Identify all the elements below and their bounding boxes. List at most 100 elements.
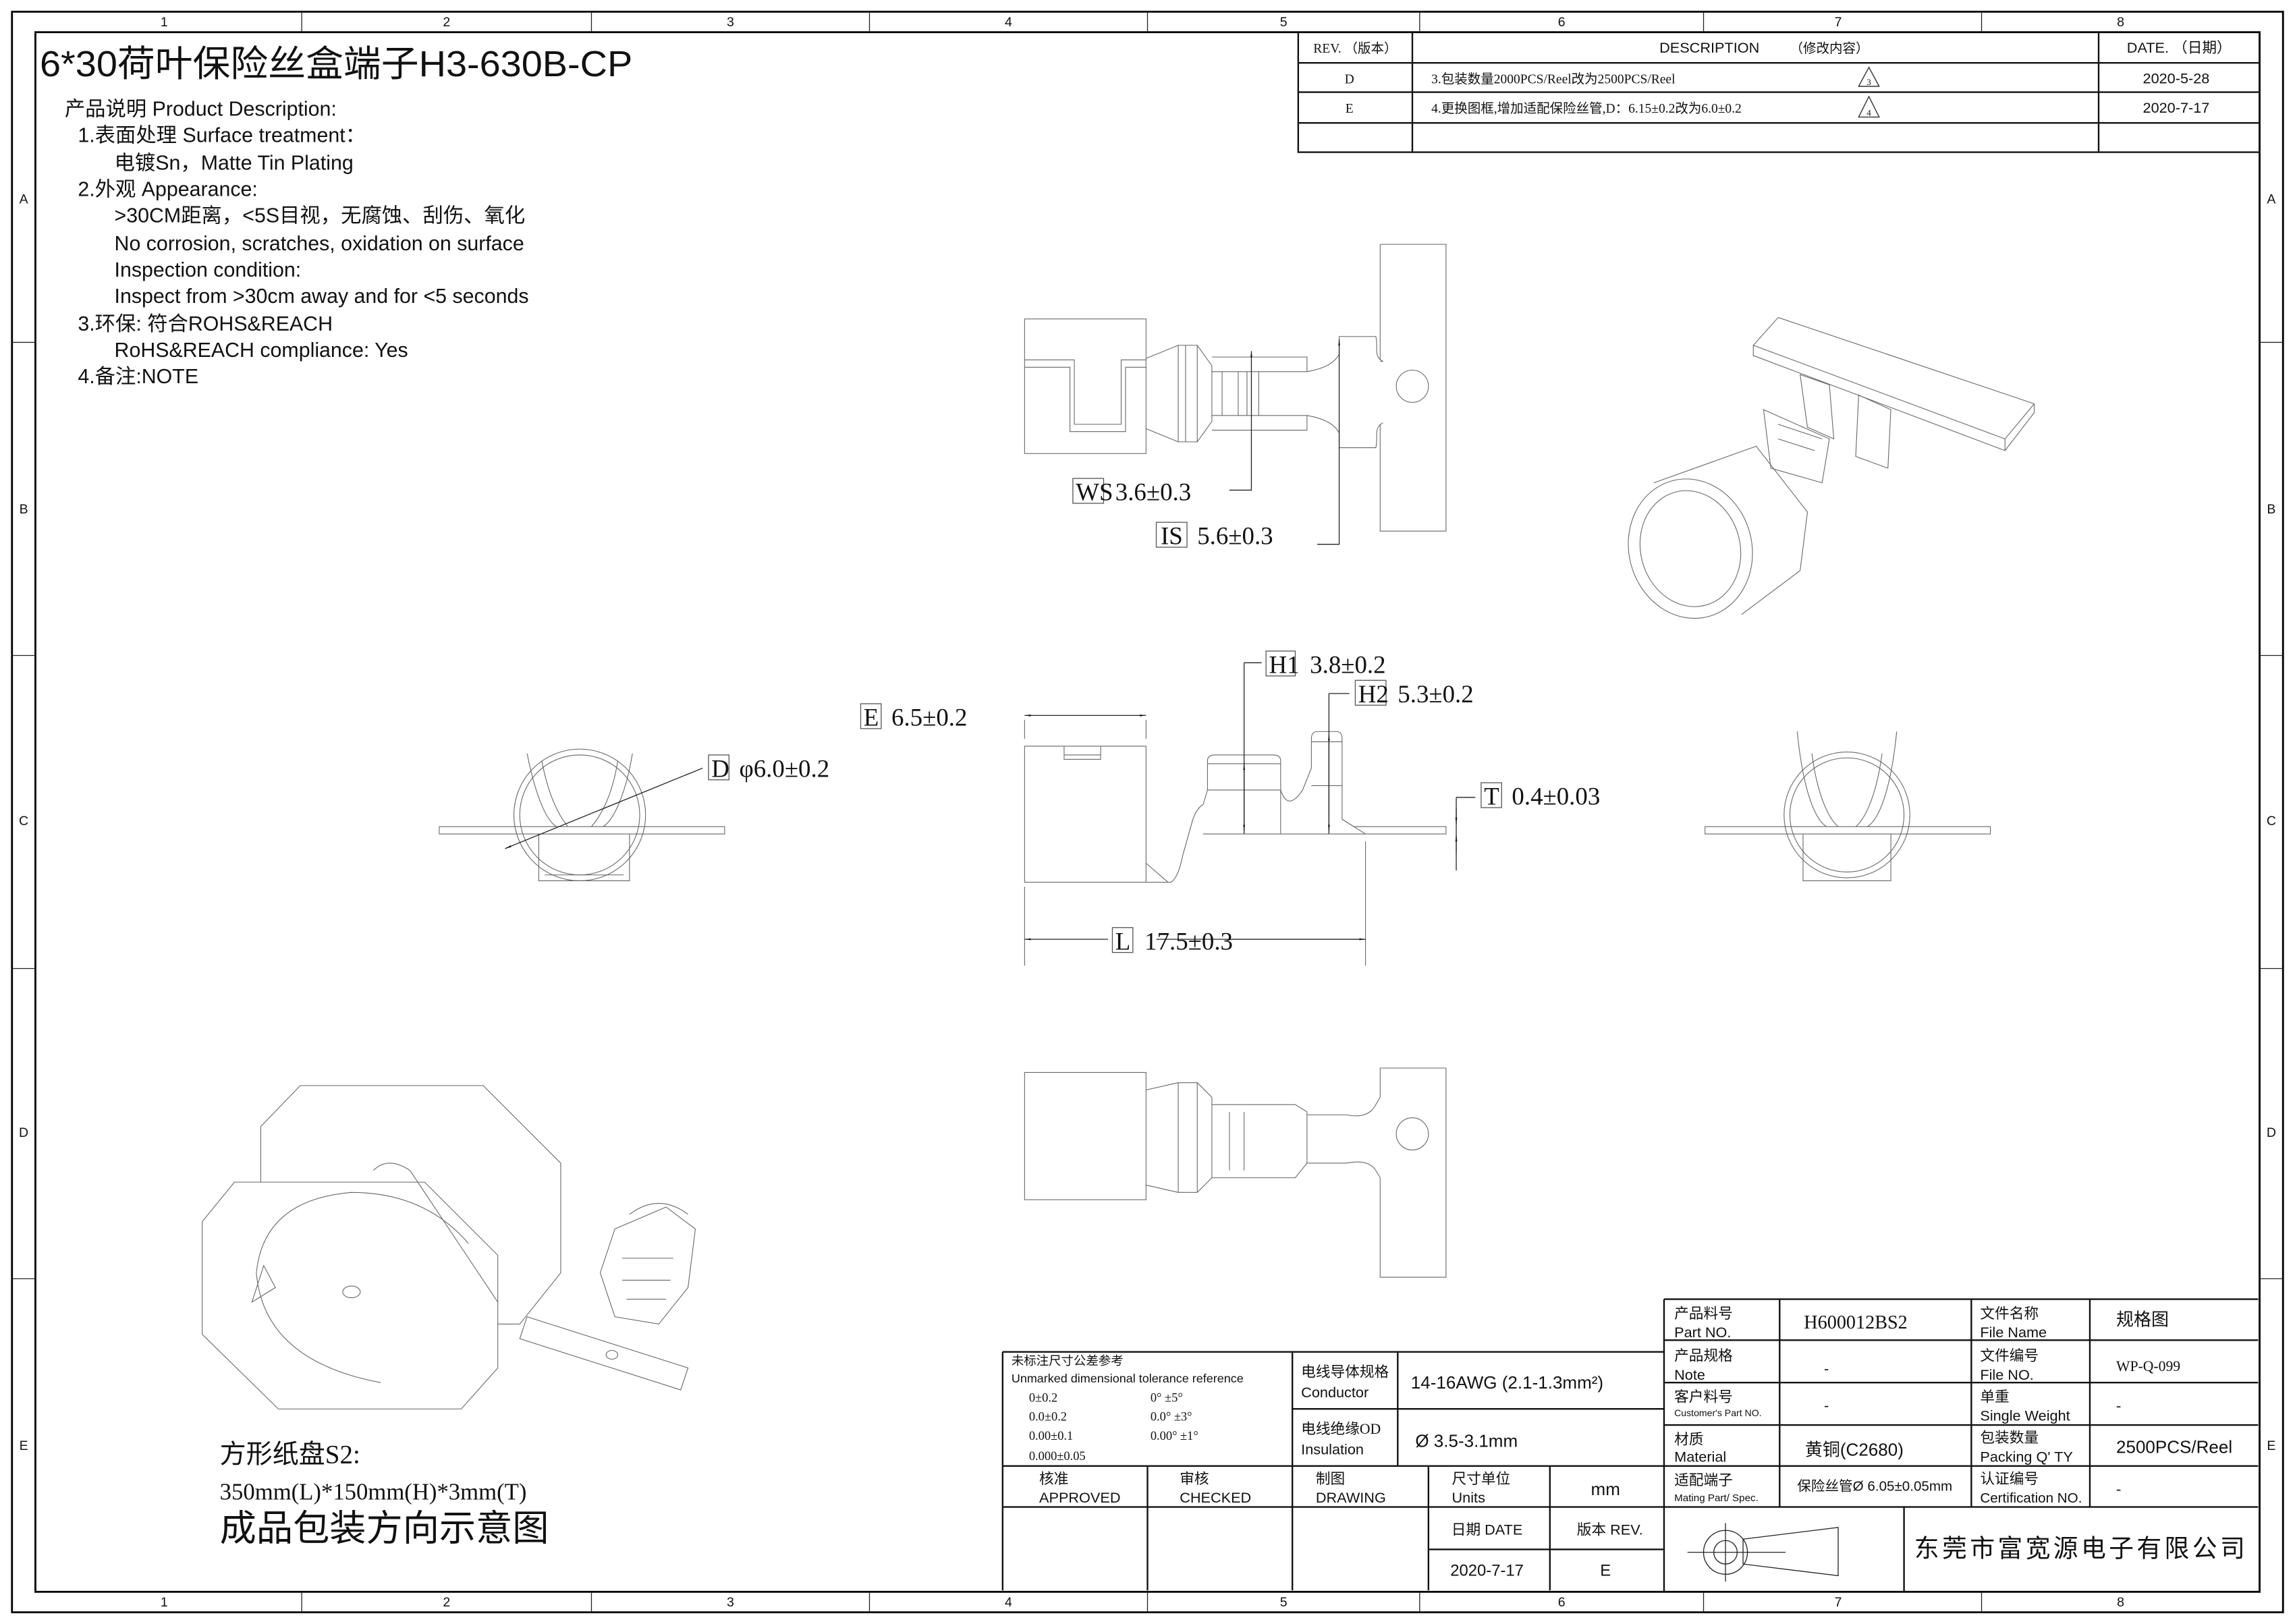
- revision-triangle-icon: [1858, 66, 1880, 87]
- description-heading: 产品说明 Product Description:: [65, 97, 337, 120]
- description-line: Inspection condition:: [115, 259, 302, 281]
- file-no-label-en: File NO.: [1980, 1366, 2033, 1383]
- description-header: DESCRIPTION: [1659, 39, 1759, 56]
- h1-label-box: [1265, 650, 1296, 677]
- description-line: No corrosion, scratches, oxidation on su…: [115, 233, 524, 255]
- t-label-box: [1481, 782, 1502, 808]
- side-view: E 6.5±0.2 L 17.5±0.3 H1 3.8±0.2 H2 5.3±0…: [860, 650, 1600, 966]
- packing-label-cn: 包装数量: [1980, 1430, 2039, 1446]
- weight-label-cn: 单重: [1980, 1389, 2009, 1405]
- description-line: 1.表面处理 Surface treatment：: [78, 123, 366, 146]
- zone-row-c-right: C: [2267, 814, 2276, 829]
- tolerance-linear: 0.000±0.05: [1029, 1449, 1086, 1463]
- zone-row-d-right: D: [2267, 1125, 2276, 1140]
- tolerance-angular: 0.00° ±1°: [1151, 1429, 1198, 1443]
- svg-text:E: E: [1346, 102, 1354, 116]
- checked-label-en: CHECKED: [1180, 1489, 1251, 1506]
- part-no-value: H600012BS2: [1804, 1312, 1908, 1333]
- d-label-box: [708, 754, 729, 781]
- description-line: RoHS&REACH compliance: Yes: [115, 339, 408, 362]
- zone-col-2: 2: [443, 15, 450, 30]
- svg-text:4: 4: [1867, 107, 1871, 117]
- zone-col-6-bottom: 6: [1558, 1595, 1566, 1610]
- zone-row-d: D: [19, 1125, 28, 1140]
- customer-part-label-cn: 客户料号: [1674, 1389, 1733, 1405]
- tolerance-title-en: Unmarked dimensional tolerance reference: [1012, 1372, 1244, 1385]
- description-line: >30CM距离，<5S目视，无腐蚀、刮伤、氧化: [115, 204, 526, 227]
- zone-col-8: 8: [2117, 15, 2124, 30]
- zone-row-a-right: A: [2267, 192, 2275, 206]
- date-value: 2020-7-17: [1450, 1561, 1524, 1579]
- revision-row: E 4.更换图框,增加适配保险丝管,D：6.15±0.2改为6.0±0.2 4 …: [1346, 95, 2210, 118]
- l-label: L: [1115, 927, 1131, 955]
- tolerance-angular: 0° ±5°: [1151, 1391, 1183, 1404]
- mating-part-value: 保险丝管Ø 6.05±0.05mm: [1797, 1479, 1952, 1494]
- zone-col-3-bottom: 3: [727, 1595, 734, 1610]
- description-line: Inspect from >30cm away and for <5 secon…: [115, 285, 529, 308]
- note-value: -: [1824, 1360, 1829, 1377]
- top-view: WS 3.6±0.3 IS 5.6±0.3: [1024, 244, 1447, 550]
- zone-row-a: A: [20, 192, 28, 206]
- e-label-box: [860, 703, 882, 729]
- is-label: IS: [1161, 522, 1183, 550]
- company-name: 东莞市富宽源电子有限公司: [1914, 1534, 2248, 1562]
- zone-col-3: 3: [727, 15, 734, 30]
- cert-label-en: Certification NO.: [1980, 1490, 2082, 1506]
- units-label-cn: 尺寸单位: [1452, 1471, 1511, 1487]
- note-label-cn: 产品规格: [1674, 1348, 1733, 1364]
- bottom-view: [1024, 1067, 1447, 1278]
- conductor-label-en: Conductor: [1301, 1384, 1368, 1401]
- revision-triangle-icon: [1858, 95, 1880, 118]
- file-name-label-en: File Name: [1980, 1324, 2047, 1341]
- packing-label-en: Packing Q' TY: [1980, 1448, 2072, 1465]
- tolerance-title-cn: 未标注尺寸公差参考: [1012, 1354, 1124, 1368]
- mating-part-label-en: Mating Part/ Spec.: [1674, 1492, 1759, 1504]
- zone-row-e: E: [20, 1438, 28, 1453]
- svg-text:4.更换图框,增加适配保险丝管,D：6.15±0.2改为6.: 4.更换图框,增加适配保险丝管,D：6.15±0.2改为6.0±0.2: [1431, 101, 1742, 116]
- rev-value: E: [1600, 1561, 1611, 1579]
- weight-label-en: Single Weight: [1980, 1407, 2070, 1424]
- packaging-reel-type: 方形纸盘S2:: [220, 1440, 360, 1469]
- ws-value: 3.6±0.3: [1115, 478, 1191, 506]
- drawing-title: 6*30荷叶保险丝盒端子H3-630B-CP: [40, 44, 632, 84]
- date-label: 日期 DATE: [1451, 1521, 1523, 1538]
- tolerance-linear: 0±0.2: [1029, 1391, 1057, 1404]
- product-description: 产品说明 Product Description: 1.表面处理 Surface…: [65, 97, 529, 388]
- zone-col-5: 5: [1280, 15, 1288, 30]
- zone-col-1: 1: [161, 15, 168, 30]
- insulation-label-cn: 电线绝缘OD: [1301, 1421, 1381, 1437]
- cert-value: -: [2116, 1481, 2121, 1497]
- svg-text:2020-7-17: 2020-7-17: [2143, 99, 2210, 116]
- h2-label: H2: [1358, 680, 1389, 708]
- material-label-cn: 材质: [1674, 1431, 1703, 1447]
- is-label-box: [1155, 522, 1188, 548]
- description-line: 电镀Sn，Matte Tin Plating: [115, 152, 354, 175]
- packaging-reel-size: 350mm(L)*150mm(H)*3mm(T): [220, 1479, 527, 1505]
- part-no-label-cn: 产品料号: [1674, 1306, 1733, 1322]
- rev-label: 版本 REV.: [1577, 1521, 1643, 1538]
- customer-part-label-en: Customer's Part NO.: [1674, 1407, 1761, 1418]
- drawing-label-cn: 制图: [1316, 1471, 1345, 1487]
- material-label-en: Material: [1674, 1448, 1726, 1465]
- file-name-value: 规格图: [2116, 1310, 2169, 1330]
- units-label-en: Units: [1452, 1489, 1486, 1506]
- material-value: 黄铜(C2680): [1805, 1440, 1904, 1460]
- packaging-sketch: [202, 1085, 696, 1409]
- insulation-value: Ø 3.5-3.1mm: [1415, 1431, 1518, 1451]
- d-label: D: [711, 754, 729, 782]
- svg-text:3.包装数量2000PCS/Reel改为2500PCS/Re: 3.包装数量2000PCS/Reel改为2500PCS/Reel: [1431, 72, 1676, 87]
- l-label-box: [1111, 927, 1134, 953]
- isometric-view: [1628, 316, 2035, 619]
- drawing-frame: 1 2 3 4 5 6 7 8 1 2 3 4 5 6 7 8 A B C D …: [11, 10, 2284, 1614]
- projection-symbol-icon: [1687, 1523, 1839, 1582]
- title-block-left: 未标注尺寸公差参考 Unmarked dimensional tolerance…: [1001, 1351, 1664, 1591]
- left-end-view: D φ6.0±0.2: [439, 748, 829, 881]
- description-header-cn: （修改内容）: [1790, 41, 1869, 56]
- e-label: E: [864, 704, 879, 731]
- units-value: mm: [1591, 1479, 1620, 1499]
- file-name-label-cn: 文件名称: [1980, 1306, 2039, 1322]
- h1-value: 3.8±0.2: [1310, 650, 1385, 678]
- description-line: 4.备注:NOTE: [78, 365, 198, 388]
- zone-col-8-bottom: 8: [2117, 1595, 2124, 1610]
